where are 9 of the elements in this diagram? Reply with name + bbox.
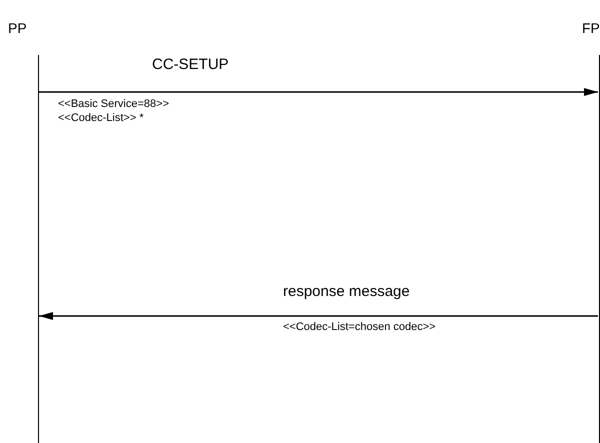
message-arrow	[39, 312, 598, 320]
participant-label: PP	[8, 20, 27, 36]
parameter-text: <<Codec-List=chosen codec>>	[283, 321, 436, 333]
parameter-text: <<Codec-List>> *	[58, 112, 144, 124]
message-arrow	[39, 88, 598, 96]
parameter-text: <<Basic Service=88>>	[58, 98, 169, 110]
message-label: response message	[283, 283, 410, 300]
participant-label: FP	[582, 20, 600, 36]
message-label: CC-SETUP	[152, 56, 229, 73]
